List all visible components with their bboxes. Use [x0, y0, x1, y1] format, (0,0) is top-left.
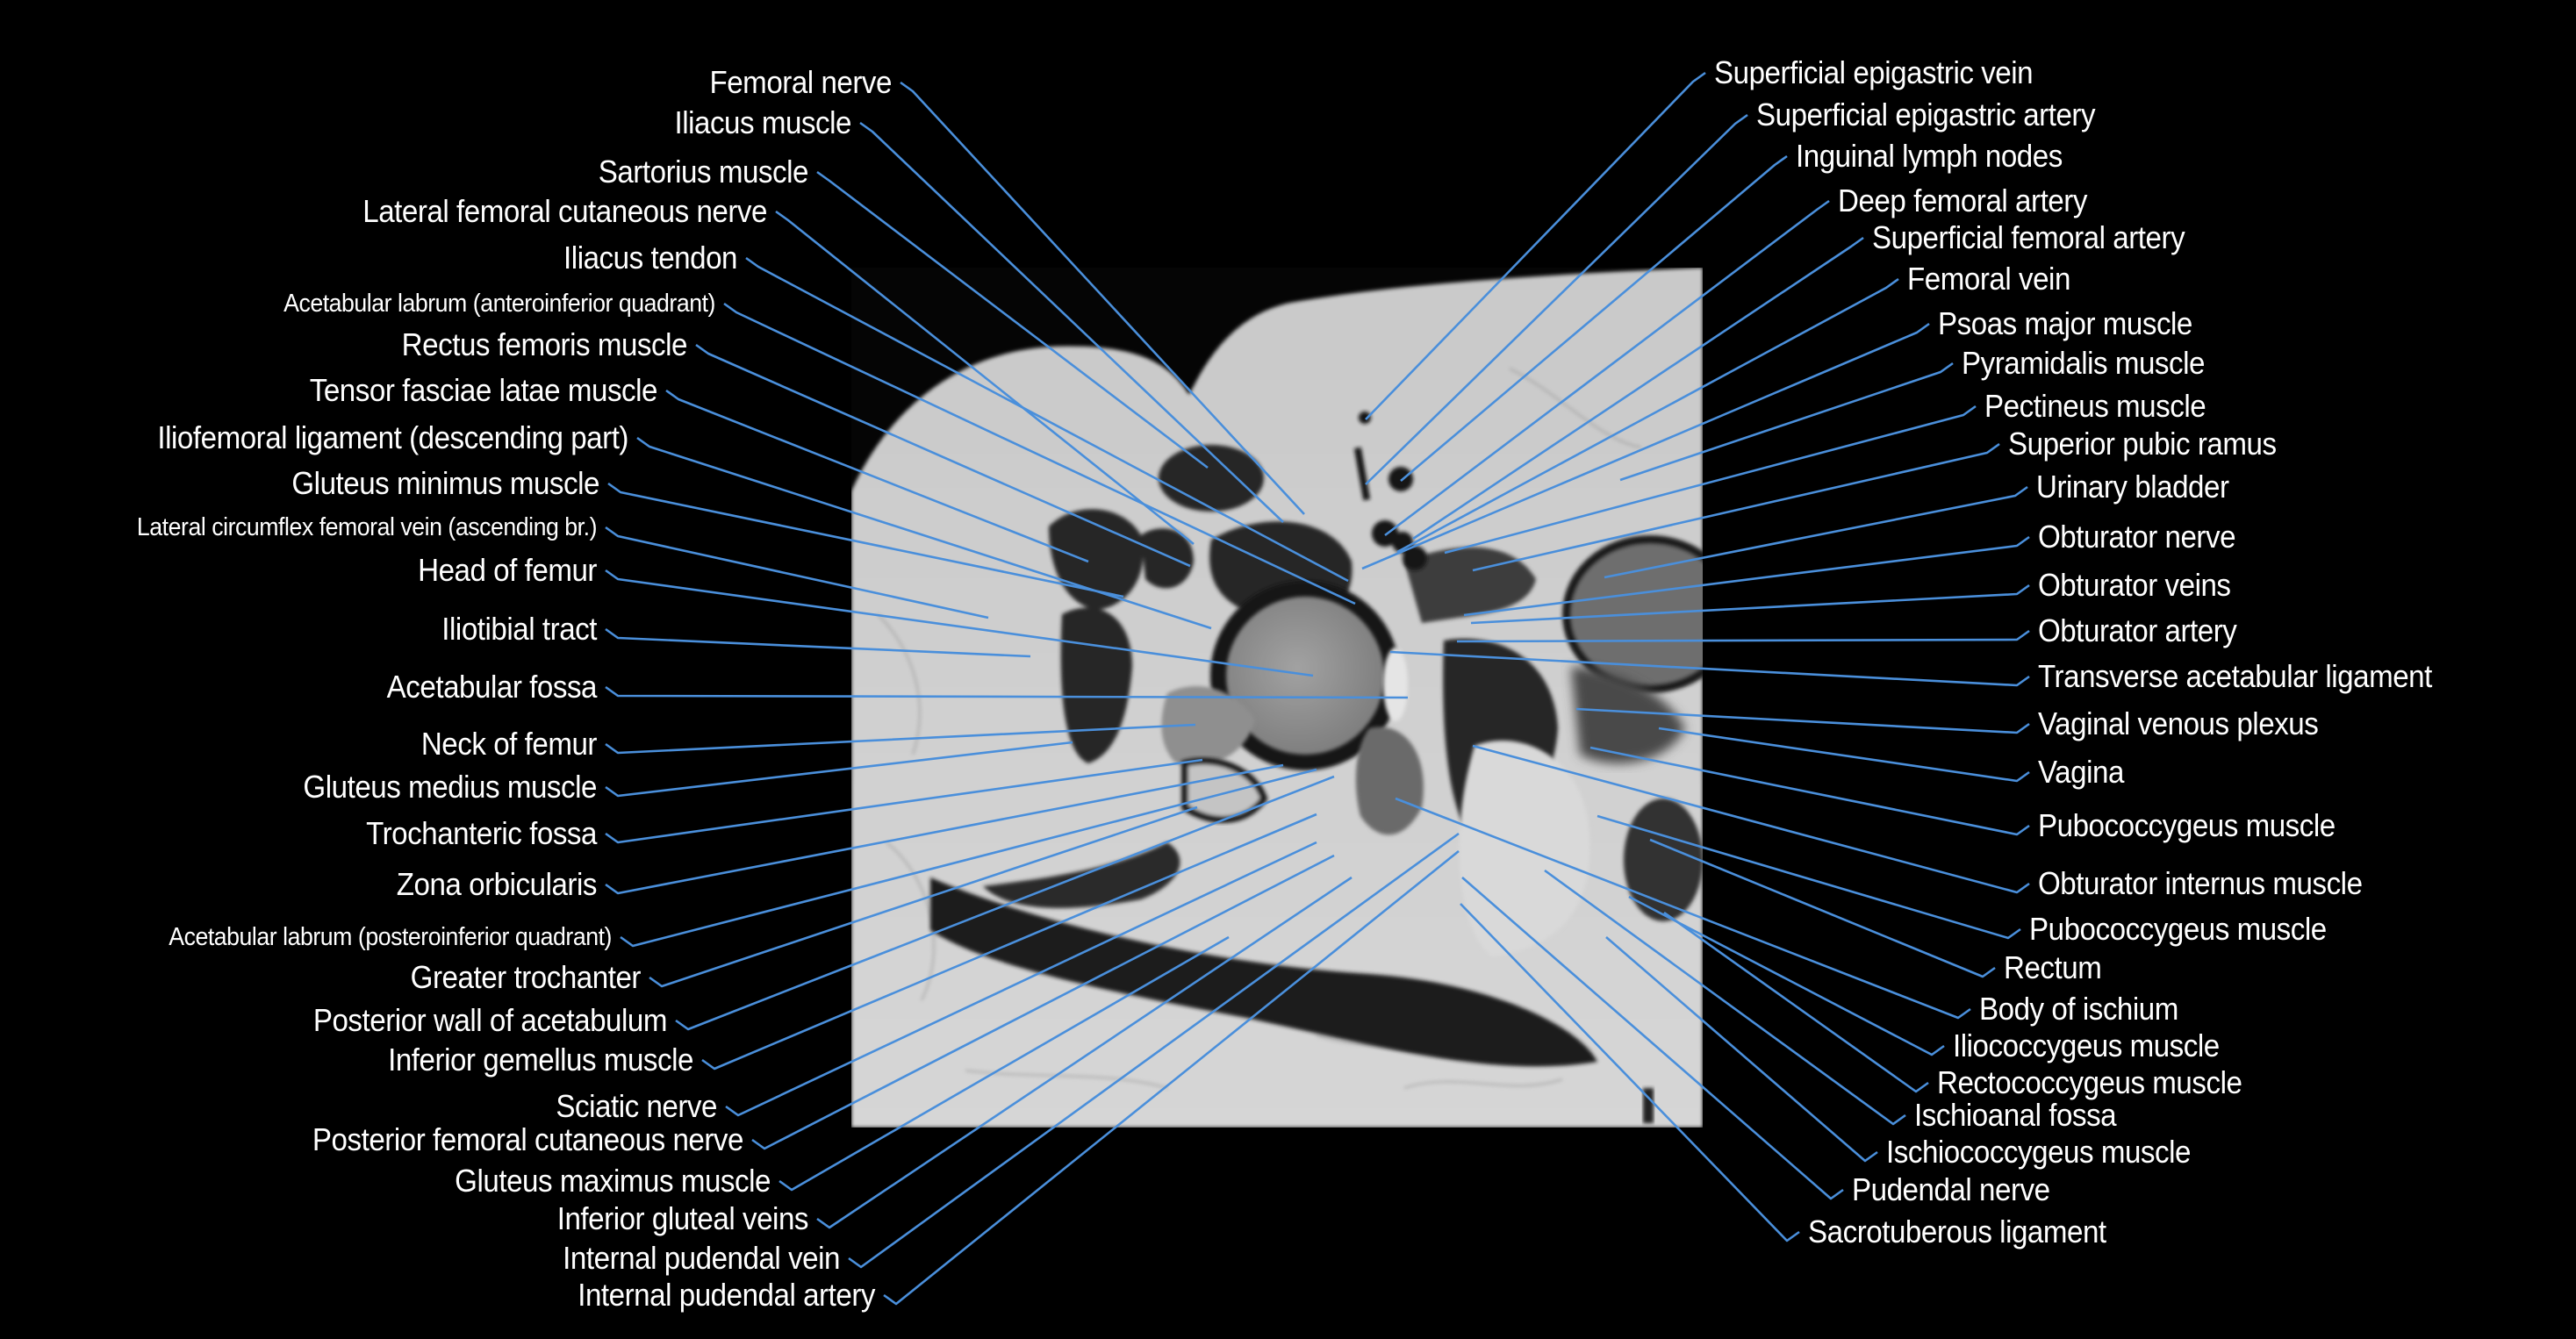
- label-superficial-epigastric-artery: Superficial epigastric artery: [1756, 97, 2096, 132]
- label-ischioanal-fossa: Ischioanal fossa: [1914, 1097, 2117, 1133]
- label-ischiococcygeus-muscle: Ischiococcygeus muscle: [1886, 1134, 2191, 1170]
- label-rectus-femoris-muscle: Rectus femoris muscle: [401, 326, 688, 362]
- label-vaginal-venous-plexus: Vaginal venous plexus: [2038, 705, 2319, 741]
- label-transverse-acetabular-ligament: Transverse acetabular ligament: [2038, 658, 2432, 694]
- label-obturator-veins: Obturator veins: [2038, 567, 2231, 603]
- label-iliococcygeus-muscle: Iliococcygeus muscle: [1953, 1028, 2220, 1063]
- label-head-of-femur: Head of femur: [418, 552, 597, 588]
- label-gluteus-maximus-muscle: Gluteus maximus muscle: [455, 1163, 771, 1199]
- label-pyramidalis-muscle: Pyramidalis muscle: [1962, 345, 2205, 381]
- label-body-of-ischium: Body of ischium: [1979, 991, 2178, 1027]
- label-obturator-artery: Obturator artery: [2038, 612, 2237, 648]
- label-internal-pudendal-artery: Internal pudendal artery: [578, 1277, 875, 1313]
- label-iliacus-muscle: Iliacus muscle: [674, 104, 851, 140]
- label-deep-femoral-artery: Deep femoral artery: [1838, 183, 2087, 218]
- label-neck-of-femur: Neck of femur: [420, 726, 598, 762]
- label-tensor-fasciae-latae-muscle: Tensor fasciae latae muscle: [309, 372, 658, 408]
- label-inguinal-lymph-nodes: Inguinal lymph nodes: [1796, 138, 2063, 174]
- label-gluteus-minimus-muscle: Gluteus minimus muscle: [291, 465, 599, 501]
- label-pubococcygeus-muscle: Pubococcygeus muscle: [2038, 807, 2336, 843]
- label-sciatic-nerve: Sciatic nerve: [556, 1088, 717, 1124]
- label-vagina: Vagina: [2038, 754, 2124, 790]
- label-urinary-bladder: Urinary bladder: [2036, 469, 2229, 505]
- label-superior-pubic-ramus: Superior pubic ramus: [2008, 426, 2277, 462]
- label-lateral-circumflex-femoral-vein-ascending-br: Lateral circumflex femoral vein (ascendi…: [136, 513, 598, 541]
- label-obturator-internus-muscle: Obturator internus muscle: [2038, 865, 2363, 901]
- label-posterior-wall-of-acetabulum: Posterior wall of acetabulum: [312, 1002, 668, 1038]
- label-greater-trochanter: Greater trochanter: [410, 959, 642, 995]
- label-trochanteric-fossa: Trochanteric fossa: [366, 815, 597, 851]
- label-superficial-femoral-artery: Superficial femoral artery: [1872, 219, 2185, 255]
- label-rectococcygeus-muscle: Rectococcygeus muscle: [1937, 1064, 2242, 1100]
- label-inferior-gluteal-veins: Inferior gluteal veins: [556, 1200, 809, 1236]
- label-superficial-epigastric-vein: Superficial epigastric vein: [1714, 54, 2034, 90]
- label-iliofemoral-ligament-descending-part: Iliofemoral ligament (descending part): [157, 419, 628, 455]
- label-acetabular-labrum-anteroinferior-quadrant: Acetabular labrum (anteroinferior quadra…: [283, 290, 715, 318]
- label-rectum: Rectum: [2004, 949, 2102, 985]
- label-iliacus-tendon: Iliacus tendon: [563, 240, 737, 276]
- label-lateral-femoral-cutaneous-nerve: Lateral femoral cutaneous nerve: [362, 193, 767, 229]
- label-internal-pudendal-vein: Internal pudendal vein: [563, 1240, 840, 1276]
- label-obturator-nerve: Obturator nerve: [2038, 519, 2236, 555]
- label-femoral-vein: Femoral vein: [1907, 261, 2070, 297]
- label-femoral-nerve: Femoral nerve: [709, 64, 892, 100]
- label-inferior-gemellus-muscle: Inferior gemellus muscle: [388, 1042, 693, 1078]
- label-gluteus-medius-muscle: Gluteus medius muscle: [303, 769, 597, 805]
- label-pectineus-muscle: Pectineus muscle: [1984, 388, 2206, 424]
- label-acetabular-fossa: Acetabular fossa: [386, 669, 598, 705]
- label-zona-orbicularis: Zona orbicularis: [396, 866, 598, 902]
- label-pubococcygeus-muscle: Pubococcygeus muscle: [2029, 911, 2327, 947]
- label-acetabular-labrum-posteroinferior-quadrant: Acetabular labrum (posteroinferior quadr…: [169, 923, 612, 951]
- label-psoas-major-muscle: Psoas major muscle: [1938, 305, 2192, 341]
- label-sacrotuberous-ligament: Sacrotuberous ligament: [1808, 1214, 2106, 1249]
- label-sartorius-muscle: Sartorius muscle: [598, 154, 809, 190]
- label-posterior-femoral-cutaneous-nerve: Posterior femoral cutaneous nerve: [312, 1121, 744, 1157]
- label-iliotibial-tract: Iliotibial tract: [441, 611, 597, 647]
- label-pudendal-nerve: Pudendal nerve: [1852, 1171, 2050, 1207]
